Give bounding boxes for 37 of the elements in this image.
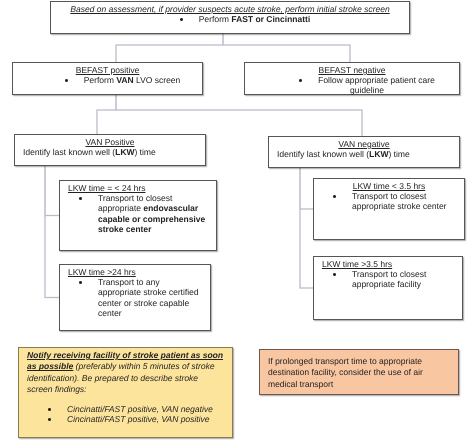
box-heading: LKW time < 3.5 hrs: [352, 181, 426, 192]
note-box: [18, 347, 233, 438]
box-heading: BEFAST positive: [74, 65, 140, 76]
box-heading: BEFAST negative: [318, 65, 386, 76]
box-heading: LKW time = < 24 hrs: [68, 183, 146, 194]
process-box: [14, 134, 206, 166]
box-heading: VAN negative: [337, 139, 391, 150]
process-box: [12, 62, 203, 95]
process-box: [313, 256, 463, 320]
box-heading: VAN Positive: [84, 137, 136, 148]
bullet-item: Perform VAN LVO screen: [25, 75, 194, 86]
box-text: Identify last known well (LKW) time: [277, 149, 411, 160]
process-box: [313, 178, 465, 240]
bullet-item: Transport to closest appropriate stroke center: [326, 191, 456, 212]
bullet-item: Transport to closest appropriate facility: [326, 269, 454, 290]
bullet-item: Transport to any appropriate stroke certified center or stroke capable center: [72, 277, 202, 318]
connector-line: [299, 168, 313, 289]
connector-line: [222, 34, 351, 62]
process-box: [268, 136, 460, 168]
box-heading: Based on assessment, if provider suspects acute stroke, perform initial stroke screen: [69, 4, 391, 14]
bullet-item: Perform FAST or Cincinnatti: [63, 14, 401, 24]
bullet-item: Follow appropriate patient care guideline: [257, 75, 451, 96]
connector-line: [115, 95, 363, 136]
connector-line: [44, 166, 59, 298]
box-text: Identify last known well (LKW) time: [23, 147, 157, 158]
box-heading: LKW time >24 hrs: [68, 267, 137, 278]
box-heading: LKW time >3.5 hrs: [322, 259, 394, 270]
bullet-item: Transport to closest appropriate endovascular capable or comprehensive stroke center: [72, 193, 208, 234]
bullet-item: Cincinatti/FAST positive, VAN positive: [41, 414, 224, 424]
bullet-item: Cincinatti/FAST positive, VAN negative: [41, 404, 224, 414]
box-text: Notify receiving facility of stroke patient as soon as possible (preferably within 5 minutes of stroke identification). Be prepared to describe stroke screen findings:: [27, 350, 224, 396]
process-box: [59, 264, 211, 331]
process-box: [59, 180, 217, 251]
process-box: [244, 62, 460, 95]
process-box: [50, 1, 410, 34]
box-text: If prolonged transport time to appropriate destination facility, consider the use of air medical transport: [268, 355, 424, 390]
note-box: [259, 349, 459, 395]
